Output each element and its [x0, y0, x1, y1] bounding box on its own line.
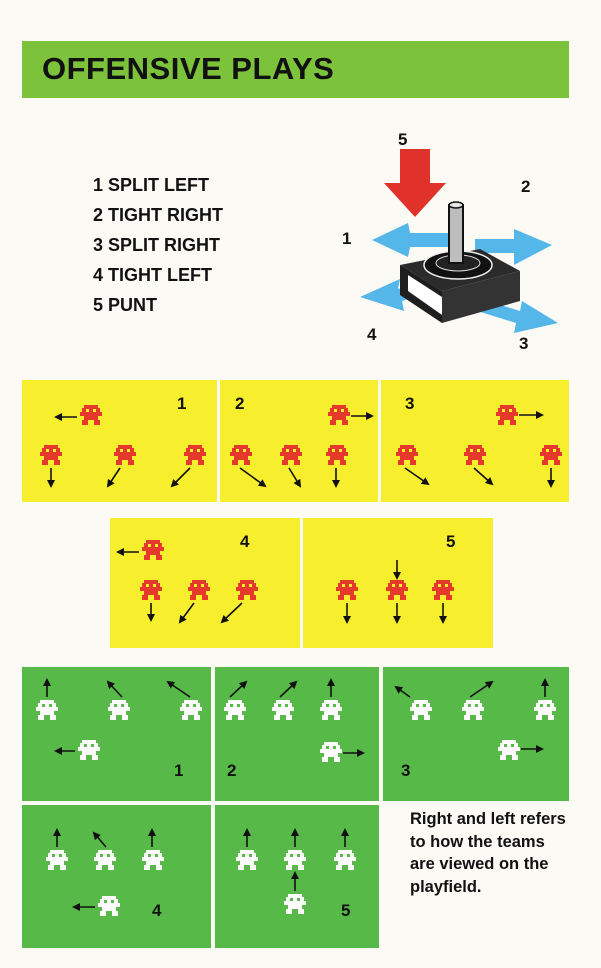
footnote: Right and left refers to how the teams a… — [410, 810, 566, 896]
panel-number: 1 — [177, 394, 187, 413]
panel-number: 4 — [240, 532, 250, 551]
panel-number: 2 — [235, 394, 245, 413]
green-panel-3: 3 — [383, 667, 569, 801]
page-title: OFFENSIVE PLAYS — [42, 51, 335, 86]
green-panel-4: 4 — [22, 805, 211, 948]
yellow-panel-4: 4 — [110, 518, 300, 648]
push-down-arrow — [384, 149, 446, 217]
section-header: OFFENSIVE PLAYS — [22, 41, 569, 98]
left-direction-arrow — [372, 223, 448, 257]
joystick-diagram: 5 2 1 4 3 — [330, 125, 570, 355]
panel-number: 5 — [446, 532, 456, 551]
legend-item-split-left: 1 SPLIT LEFT — [93, 175, 210, 195]
panel-number: 2 — [227, 761, 237, 780]
legend-item-tight-left: 4 TIGHT LEFT — [93, 265, 212, 285]
joystick-label-up: 5 — [398, 130, 408, 149]
joystick-label-downleft: 4 — [367, 325, 377, 344]
green-panel-1: 1 — [22, 667, 211, 801]
right-direction-arrow — [475, 229, 552, 265]
yellow-panel-2: 2 — [220, 380, 378, 502]
green-panel-2: 2 — [215, 667, 379, 801]
legend-item-punt: 5 PUNT — [93, 295, 158, 315]
yellow-panel-5: 5 — [303, 518, 493, 648]
joystick-label-upright: 2 — [521, 177, 531, 196]
panel-number: 3 — [401, 761, 411, 780]
joystick-label-left: 1 — [342, 229, 352, 248]
legend-item-split-right: 3 SPLIT RIGHT — [93, 235, 221, 255]
yellow-panel-1: 1 — [22, 380, 217, 502]
play-legend: 1 SPLIT LEFT 2 TIGHT RIGHT 3 SPLIT RIGHT… — [93, 170, 223, 320]
joystick-icon — [360, 149, 558, 333]
yellow-panel-3: 3 — [381, 380, 569, 502]
joystick-label-downright: 3 — [519, 334, 529, 353]
panel-number: 4 — [152, 901, 162, 920]
legend-item-tight-right: 2 TIGHT RIGHT — [93, 205, 223, 225]
green-panel-5: 5 — [215, 805, 379, 948]
panel-number: 1 — [174, 761, 184, 780]
panel-number: 3 — [405, 394, 415, 413]
panel-number: 5 — [341, 901, 351, 920]
